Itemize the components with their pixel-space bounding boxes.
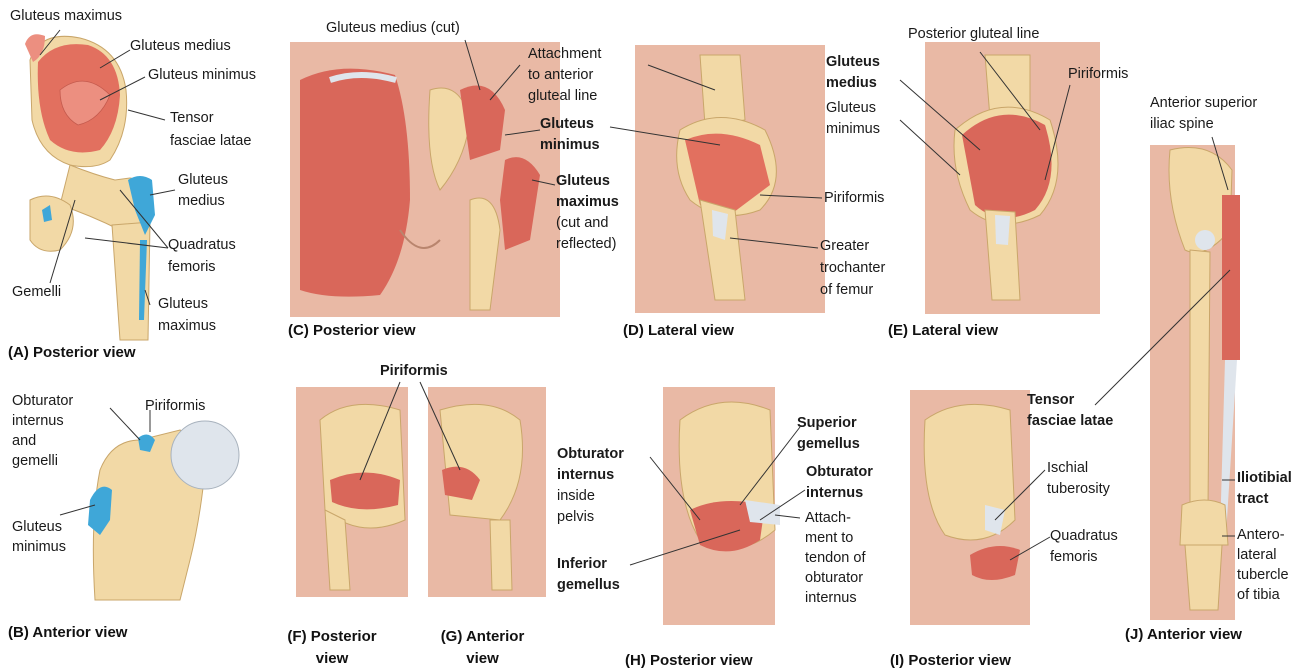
label-obturator-inside: Obturator xyxy=(557,446,624,463)
label-ment-to: ment to xyxy=(805,530,853,547)
label-attach: Attach- xyxy=(805,510,851,527)
label-piriformis-fg: Piriformis xyxy=(380,363,448,380)
label-gemelli-b: gemelli xyxy=(12,453,58,470)
caption-panel-e: (E) Lateral view xyxy=(888,322,998,340)
panel-c-illustration xyxy=(290,42,560,317)
label-posterior-gluteal-line: Posterior gluteal line xyxy=(908,26,1039,43)
label-antero: Antero- xyxy=(1237,527,1285,544)
label-superior: Superior xyxy=(797,415,857,432)
label-gluteus-max-c: Gluteus xyxy=(556,173,610,190)
label-tensor: Tensor xyxy=(170,110,214,127)
label-gemellus-sup: gemellus xyxy=(797,436,860,453)
label-medius-a: medius xyxy=(178,193,225,210)
label-gluteus-medius: Gluteus medius xyxy=(130,38,231,55)
label-maximus-a: maximus xyxy=(158,318,216,335)
label-obturator-h: Obturator xyxy=(806,464,873,481)
label-lateral: lateral xyxy=(1237,547,1277,564)
label-femoris: femoris xyxy=(168,259,216,276)
label-iliac-spine: iliac spine xyxy=(1150,116,1214,133)
label-tract: tract xyxy=(1237,491,1268,508)
panel-b-illustration xyxy=(88,421,239,600)
label-and: and xyxy=(12,433,36,450)
label-gluteus-e: Gluteus xyxy=(826,54,880,71)
label-quadratus-i: Quadratus xyxy=(1050,528,1118,545)
label-tensor-j: Tensor xyxy=(1027,392,1074,409)
panel-f-g-illustration xyxy=(296,387,546,597)
label-tuberosity: tuberosity xyxy=(1047,481,1110,498)
label-gluteus-maximus: Gluteus maximus xyxy=(10,8,122,25)
caption-panel-d: (D) Lateral view xyxy=(623,322,734,340)
caption-panel-h: (H) Posterior view xyxy=(625,652,753,670)
label-iliotibial: Iliotibial xyxy=(1237,470,1292,487)
label-gluteus-min-e: Gluteus xyxy=(826,100,876,117)
caption-panel-f: (F) Posterior xyxy=(272,628,392,646)
label-quadratus: Quadratus xyxy=(168,237,236,254)
label-piriformis-d: Piriformis xyxy=(824,190,884,207)
label-inside: inside xyxy=(557,488,595,505)
label-maximus-c: maximus xyxy=(556,194,619,211)
label-pelvis: pelvis xyxy=(557,509,594,526)
label-femoris-i: femoris xyxy=(1050,549,1098,566)
label-tendon-of: tendon of xyxy=(805,550,865,567)
panel-i-illustration xyxy=(910,390,1030,625)
label-tubercle: tubercle xyxy=(1237,567,1289,584)
caption-panel-b: (B) Anterior view xyxy=(8,624,127,642)
label-attachment: Attachment xyxy=(528,46,601,63)
label-minimus-e: minimus xyxy=(826,121,880,138)
label-gluteus-c: Gluteus xyxy=(540,116,594,133)
label-obturator-att: obturator xyxy=(805,570,863,587)
label-of-femur: of femur xyxy=(820,282,873,299)
label-of-tibia: of tibia xyxy=(1237,587,1280,604)
caption-panel-c: (C) Posterior view xyxy=(288,322,416,340)
label-greater: Greater xyxy=(820,238,869,255)
label-piriformis-b: Piriformis xyxy=(145,398,205,415)
label-minimus-b: minimus xyxy=(12,539,66,556)
label-anterior-superior: Anterior superior xyxy=(1150,95,1257,112)
label-piriformis-e: Piriformis xyxy=(1068,66,1128,83)
label-medius-e: medius xyxy=(826,75,877,92)
label-reflected: reflected) xyxy=(556,236,616,253)
label-gluteus-maximus-a: Gluteus xyxy=(158,296,208,313)
label-trochanter: trochanter xyxy=(820,260,885,277)
label-internus-inside: internus xyxy=(557,467,614,484)
panel-h-illustration xyxy=(663,387,780,625)
caption-panel-j: (J) Anterior view xyxy=(1125,626,1242,644)
label-inferior: Inferior xyxy=(557,556,607,573)
label-gemellus-inf: gemellus xyxy=(557,577,620,594)
caption-panel-i: (I) Posterior view xyxy=(890,652,1011,670)
panel-d-illustration xyxy=(635,45,825,313)
label-cut-and: (cut and xyxy=(556,215,608,232)
label-ischial: Ischial xyxy=(1047,460,1088,477)
label-gemelli: Gemelli xyxy=(12,284,61,301)
label-internus: internus xyxy=(12,413,64,430)
label-fasciae-latae: fasciae latae xyxy=(170,133,251,150)
caption-panel-g: (G) Anterior xyxy=(420,628,545,646)
label-gluteus-minimus: Gluteus minimus xyxy=(148,67,256,84)
panel-j-illustration xyxy=(1150,145,1240,620)
label-gluteus-b: Gluteus xyxy=(12,519,62,536)
label-gluteus-medius-cut: Gluteus medius (cut) xyxy=(326,20,460,37)
label-gluteal-line: gluteal line xyxy=(528,88,597,105)
caption-panel-a: (A) Posterior view xyxy=(8,344,136,362)
label-gluteus-medius-a: Gluteus xyxy=(178,172,228,189)
caption-panel-f-line2: view xyxy=(272,650,392,668)
label-internus-h: internus xyxy=(806,485,863,502)
label-obturator: Obturator xyxy=(12,393,73,410)
label-to-anterior: to anterior xyxy=(528,67,593,84)
caption-panel-g-line2: view xyxy=(420,650,545,668)
label-internus-att: internus xyxy=(805,590,857,607)
label-fasciae-latae-j: fasciae latae xyxy=(1027,413,1113,430)
label-minimus-c: minimus xyxy=(540,137,600,154)
